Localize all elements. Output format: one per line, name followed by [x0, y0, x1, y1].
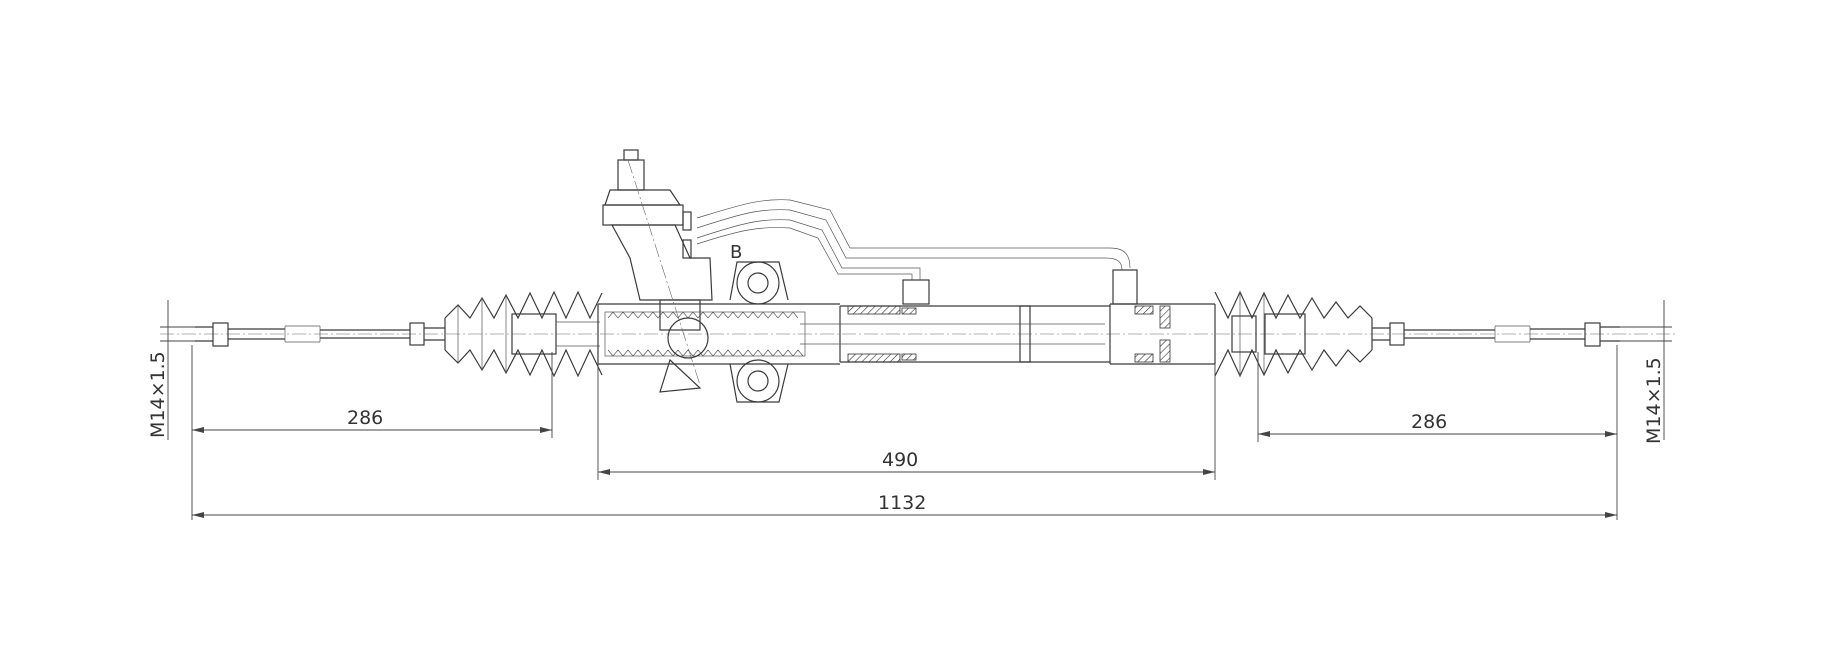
- right-inner-joint: [1231, 315, 1257, 353]
- hydraulic-lines: [696, 199, 1138, 305]
- dim-housing: 490: [597, 364, 1216, 480]
- right-rod-text: 286: [1411, 411, 1447, 433]
- right-boot: [1214, 290, 1373, 378]
- dim-thread-right: M14×1.5: [1620, 300, 1672, 444]
- upper-mount-eye: [736, 261, 780, 305]
- right-tie-rod: [1372, 322, 1620, 347]
- valve-body: [602, 149, 713, 393]
- overall-text: 1132: [878, 492, 926, 514]
- piston: [1019, 305, 1031, 363]
- dim-left-rod: 286: [191, 345, 553, 520]
- left-inner-joint: [511, 313, 557, 355]
- housing-text: 490: [882, 449, 918, 471]
- right-line-fitting: [1112, 269, 1138, 305]
- left-tie-rod: [195, 322, 445, 347]
- dim-right-rod: 286: [1257, 345, 1618, 520]
- rack-housing: [597, 261, 1216, 403]
- thread-right-text: M14×1.5: [1643, 357, 1665, 444]
- dim-overall: 1132: [192, 492, 1617, 518]
- left-boot: [444, 290, 603, 378]
- thread-left-text: M14×1.5: [147, 351, 169, 438]
- right-nut: [1584, 322, 1601, 347]
- lower-mount-eye: [736, 359, 780, 403]
- left-line-fitting: [902, 279, 930, 305]
- left-nut: [212, 322, 229, 347]
- dim-thread-left: M14×1.5: [147, 300, 195, 440]
- left-rod-text: 286: [347, 407, 383, 429]
- port-label: B: [730, 242, 742, 263]
- input-shaft: [617, 159, 645, 191]
